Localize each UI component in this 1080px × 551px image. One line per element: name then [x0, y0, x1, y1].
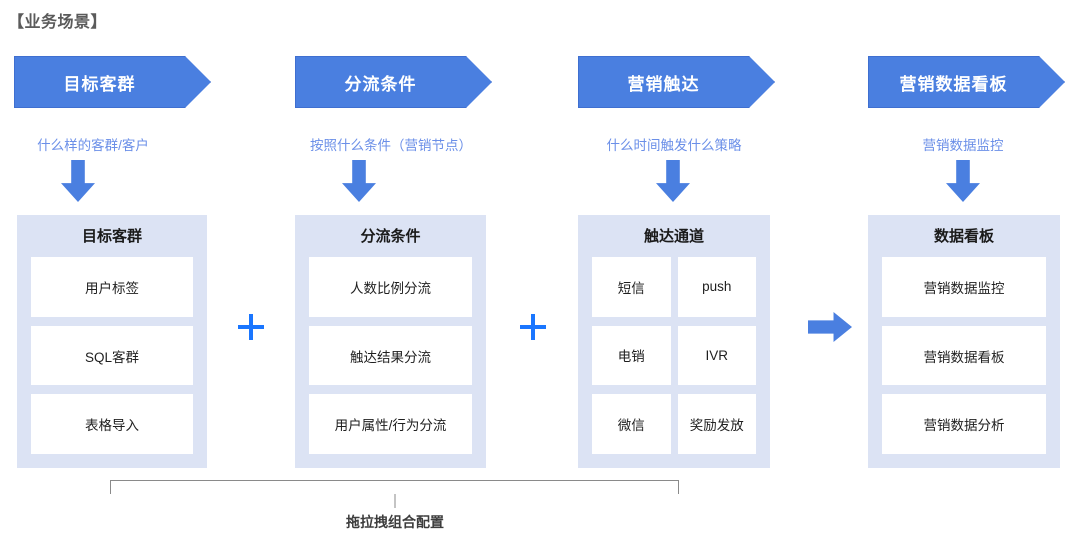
list-item[interactable]: 短信	[592, 257, 671, 317]
stage-panel-2: 分流条件 人数比例分流 触达结果分流 用户属性/行为分流	[295, 215, 486, 468]
list-item[interactable]: SQL客群	[31, 325, 193, 386]
stage-banner-1[interactable]: 目标客群	[14, 56, 211, 108]
stage-banner-3[interactable]: 营销触达	[578, 56, 775, 108]
list-item[interactable]: 人数比例分流	[309, 257, 472, 317]
list-item[interactable]: 用户属性/行为分流	[309, 394, 472, 455]
down-arrow-icon-3	[656, 160, 690, 202]
down-arrow-icon-4	[946, 160, 980, 202]
plus-connector-1	[238, 314, 264, 340]
panel-cards-4: 营销数据监控 营销数据看板 营销数据分析	[882, 257, 1046, 455]
stage-caption-3: 什么时间触发什么策略	[606, 138, 742, 153]
list-item[interactable]: 电销	[592, 325, 671, 386]
list-item[interactable]: 奖励发放	[677, 394, 756, 454]
stage-banner-4[interactable]: 营销数据看板	[868, 56, 1065, 108]
arrow-right-icon	[808, 312, 852, 342]
group-bracket	[110, 480, 679, 494]
panel-title-2: 分流条件	[360, 228, 421, 245]
list-item[interactable]: push	[677, 257, 756, 317]
stage-caption-1: 什么样的客群/客户	[37, 138, 149, 153]
list-item[interactable]: 用户标签	[31, 257, 193, 317]
panel-cards-2: 人数比例分流 触达结果分流 用户属性/行为分流	[309, 257, 472, 455]
down-arrow-icon-1	[61, 160, 95, 202]
group-bracket-label: 拖拉拽组合配置	[346, 514, 444, 530]
list-item[interactable]: IVR	[677, 325, 756, 386]
stage-banner-label-2: 分流条件	[344, 74, 417, 94]
down-arrow-icon-2	[342, 160, 376, 202]
stage-banner-label-3: 营销触达	[627, 74, 700, 94]
stage-panel-1: 目标客群 用户标签 SQL客群 表格导入	[17, 215, 207, 468]
stage-panel-4: 数据看板 营销数据监控 营销数据看板 营销数据分析	[868, 215, 1060, 468]
group-bracket-stem	[394, 494, 396, 508]
stage-banner-2[interactable]: 分流条件	[295, 56, 492, 108]
panel-cards-3: 短信 push 电销 IVR 微信 奖励发放	[592, 257, 756, 454]
stage-caption-4: 营销数据监控	[922, 138, 1004, 153]
plus-connector-2	[520, 314, 546, 340]
stage-banner-label-1: 目标客群	[63, 74, 136, 94]
stage-banner-label-4: 营销数据看板	[899, 74, 1008, 94]
list-item[interactable]: 触达结果分流	[309, 325, 472, 386]
page-title: 【业务场景】	[8, 14, 108, 31]
list-item[interactable]: 营销数据监控	[882, 257, 1046, 317]
panel-title-3: 触达通道	[643, 228, 704, 245]
list-item[interactable]: 表格导入	[31, 394, 193, 455]
panel-title-1: 目标客群	[81, 228, 142, 245]
panel-title-4: 数据看板	[933, 228, 994, 245]
list-item[interactable]: 微信	[592, 394, 671, 454]
stage-caption-2: 按照什么条件（营销节点）	[310, 138, 472, 153]
panel-cards-1: 用户标签 SQL客群 表格导入	[31, 257, 193, 455]
list-item[interactable]: 营销数据看板	[882, 325, 1046, 386]
stage-panel-3: 触达通道 短信 push 电销 IVR 微信 奖励发放	[578, 215, 770, 468]
list-item[interactable]: 营销数据分析	[882, 394, 1046, 455]
